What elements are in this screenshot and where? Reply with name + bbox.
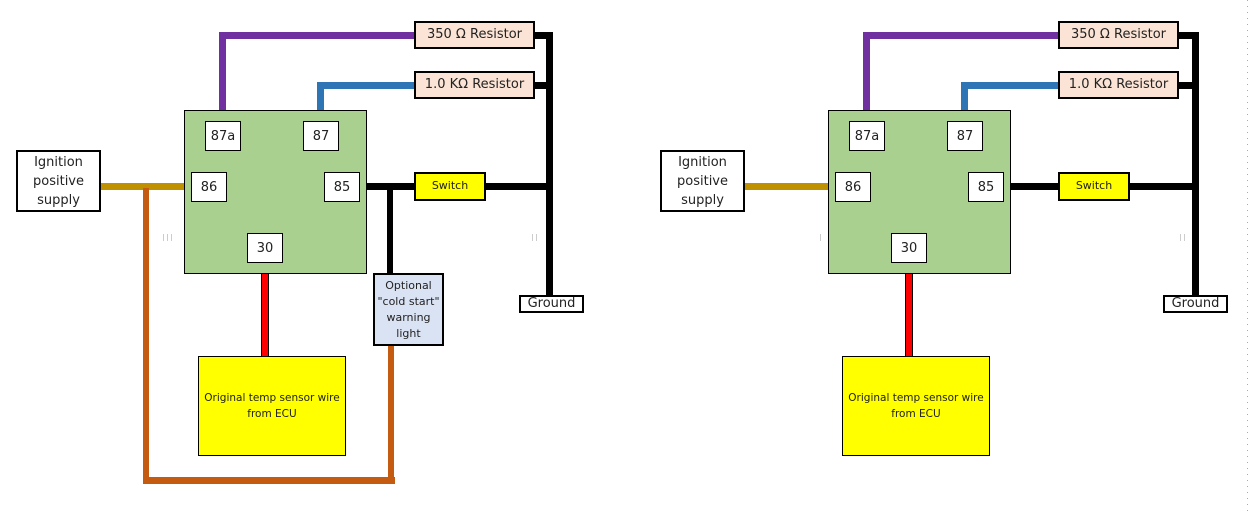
resistor-350-ohm: 350 Ω Resistor [1058,21,1179,49]
relay-body: 87a 87 86 85 30 [828,110,1011,274]
ground-bus-1k-stub [1177,82,1199,89]
resistor-350-ohm: 350 Ω Resistor [414,21,535,49]
pin-85: 85 [324,172,360,202]
wire-87-vertical [317,82,324,122]
wiring-diagram-with-warning-light: 87a 87 86 85 30 350 Ω Resistor 1.0 KΩ Re… [0,0,620,514]
pin-86: 86 [191,172,227,202]
switch: Switch [1058,172,1130,201]
wire-87-horizontal [961,82,1059,89]
wire-87a-horizontal [863,32,1059,39]
ground-bus-1k-stub [533,82,553,89]
resistor-1k-ohm: 1.0 KΩ Resistor [1058,71,1179,99]
wire-switch-to-bus [484,183,553,190]
wire-87-vertical [961,82,968,122]
resistor-1k-ohm: 1.0 KΩ Resistor [414,71,535,99]
wire-87a-vertical [863,32,870,122]
cold-start-warning-light: Optional "cold start" warning light [373,273,444,346]
ground-label: Ground [1163,295,1228,313]
switch: Switch [414,172,486,201]
ecu-temp-sensor-wire: Original temp sensor wire from ECU [842,356,990,456]
pin-30: 30 [891,233,927,263]
pin-87: 87 [303,121,339,151]
ground-bus-vertical [1192,32,1199,296]
wire-warning-return-left [143,188,149,484]
wire-ignition-to-86 [100,183,192,190]
pin-30: 30 [247,233,283,263]
wire-ignition-to-86 [744,183,836,190]
page-marker [532,234,539,241]
relay-body: 87a 87 86 85 30 [184,110,367,274]
ground-bus-350-stub [1177,32,1199,39]
page-marker [1180,234,1187,241]
wire-30-to-ecu [261,261,269,357]
ecu-temp-sensor-wire: Original temp sensor wire from ECU [198,356,346,456]
wire-87a-horizontal [219,32,415,39]
wire-warning-return-bottom [143,477,395,484]
wire-switch-to-bus [1128,183,1199,190]
ignition-positive-supply: Ignition positive supply [660,150,745,212]
ignition-positive-supply: Ignition positive supply [16,150,101,212]
ground-label: Ground [519,295,584,313]
ground-bus-vertical [546,32,553,296]
page-marker [163,234,173,241]
pin-87: 87 [947,121,983,151]
wire-87a-vertical [219,32,226,122]
wire-85-to-switch [1002,183,1060,190]
pin-87a: 87a [849,121,885,151]
pin-86: 86 [835,172,871,202]
pin-87a: 87a [205,121,241,151]
wire-85-to-warning-light [387,183,393,274]
wire-warning-return-right [388,344,394,484]
wire-30-to-ecu [905,261,913,357]
page-marker [820,234,823,241]
ground-bus-350-stub [533,32,553,39]
page-break-line [1247,0,1248,514]
wire-87-horizontal [317,82,415,89]
wiring-diagram-basic: 87a 87 86 85 30 350 Ω Resistor 1.0 KΩ Re… [644,0,1249,514]
pin-85: 85 [968,172,1004,202]
